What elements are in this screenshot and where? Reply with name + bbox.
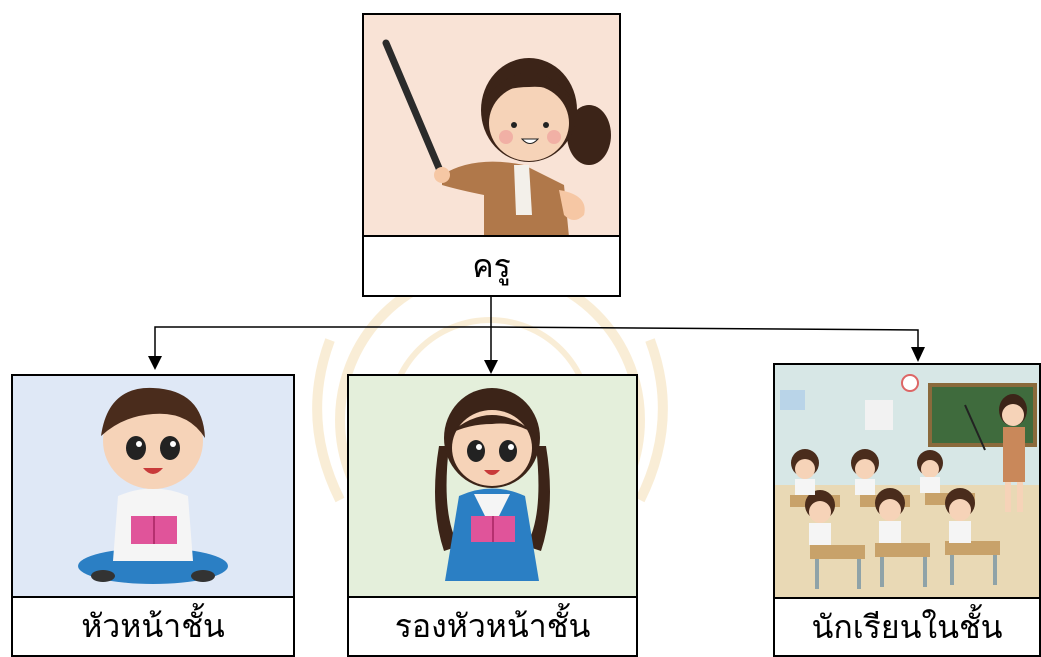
class-leader-illustration xyxy=(13,376,293,598)
teacher-label: ครู xyxy=(364,235,619,295)
connector-teacher-leader xyxy=(154,326,491,358)
class-leader-label: หัวหน้าชั้น xyxy=(13,596,293,655)
classmates-node: นักเรียนในชั้น xyxy=(773,363,1041,657)
vice-leader-node: รองหัวหน้าชั้น xyxy=(347,374,638,657)
teacher-illustration xyxy=(364,15,619,237)
arrowhead-leader xyxy=(148,356,162,370)
class-leader-node: หัวหน้าชั้น xyxy=(11,374,295,657)
teacher-node: ครู xyxy=(362,13,621,297)
arrowhead-vice xyxy=(484,360,498,374)
connector-teacher-class xyxy=(490,326,919,347)
vice-leader-illustration xyxy=(349,376,636,598)
classmates-label: นักเรียนในชั้น xyxy=(775,597,1039,655)
vice-leader-label: รองหัวหน้าชั้น xyxy=(349,596,636,655)
classroom-illustration xyxy=(775,365,1039,601)
arrowhead-class xyxy=(911,347,925,362)
